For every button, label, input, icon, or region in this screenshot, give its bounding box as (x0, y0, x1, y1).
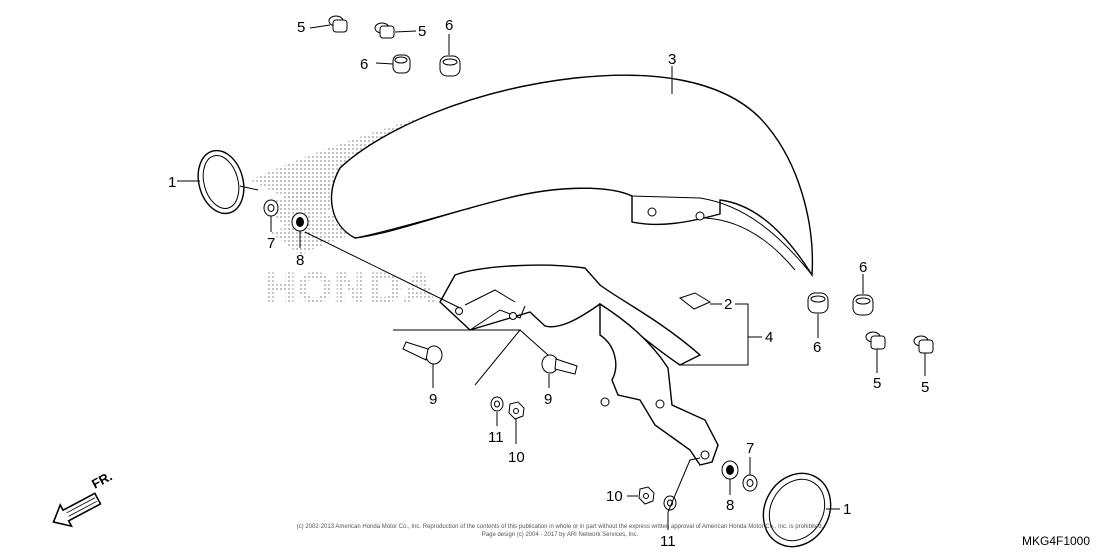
fender-stay[interactable] (439, 264, 719, 466)
callout-3: 3 (668, 51, 676, 68)
callout-8-right: 8 (726, 497, 734, 514)
callout-2: 2 (724, 296, 732, 313)
washer-7-left[interactable] (263, 199, 279, 217)
diagram-code: MKG4F1000 (1022, 534, 1090, 548)
nut-10-a[interactable] (508, 401, 525, 420)
callout-5-a: 5 (297, 19, 305, 36)
front-direction-label: FR. (89, 468, 115, 491)
grommet-6-a[interactable] (392, 54, 411, 74)
reflector-left[interactable] (191, 145, 259, 218)
copyright-line-1: (c) 2002-2013 American Honda Motor Co., … (297, 524, 824, 530)
callout-5-d: 5 (921, 379, 929, 396)
collar-8-left[interactable] (291, 212, 309, 232)
reflector-right[interactable] (750, 461, 843, 559)
callout-5-b: 5 (418, 23, 426, 40)
grommet-6-b[interactable] (439, 55, 461, 77)
honda-logo-text: HONDA (262, 264, 436, 313)
callout-10-b: 10 (606, 488, 623, 505)
callout-11-a: 11 (488, 429, 504, 446)
collar-5-b[interactable] (374, 22, 395, 39)
callout-6-a: 6 (445, 17, 453, 34)
copyright-line-2: Page design (c) 2004 - 2017 by ARI Netwo… (482, 532, 639, 538)
collar-8-right[interactable] (721, 460, 739, 480)
callout-6-d: 6 (859, 259, 867, 276)
bolt-9-left[interactable] (402, 341, 443, 365)
collar-5-a[interactable] (328, 15, 348, 33)
collar-5-c[interactable] (865, 331, 886, 350)
grommet-6-c[interactable] (807, 292, 829, 314)
callout-8-left: 8 (296, 252, 304, 269)
callout-9-a: 9 (429, 391, 437, 408)
callout-10-a: 10 (508, 449, 525, 466)
grommet-6-d[interactable] (852, 294, 874, 316)
collar-5-d[interactable] (913, 335, 934, 354)
callout-1-right: 1 (843, 501, 851, 518)
callout-7-right: 7 (746, 440, 754, 457)
washer-11-a[interactable] (490, 396, 504, 412)
callout-4: 4 (765, 329, 773, 346)
callout-9-b: 9 (544, 391, 552, 408)
leader-lines (177, 24, 926, 530)
bolt-9-right[interactable] (541, 354, 578, 375)
front-fender[interactable] (330, 74, 814, 278)
callout-1-left: 1 (168, 174, 176, 191)
washer-7-right[interactable] (742, 474, 758, 492)
nut-10-b[interactable] (638, 486, 655, 505)
clip-2[interactable] (678, 292, 712, 310)
callout-7-left: 7 (267, 235, 275, 252)
callout-11-b: 11 (660, 533, 676, 550)
callout-5-c: 5 (873, 375, 881, 392)
front-direction-arrow: FR. (52, 468, 115, 528)
callout-6-c: 6 (813, 339, 821, 356)
callout-6-b: 6 (360, 56, 368, 73)
